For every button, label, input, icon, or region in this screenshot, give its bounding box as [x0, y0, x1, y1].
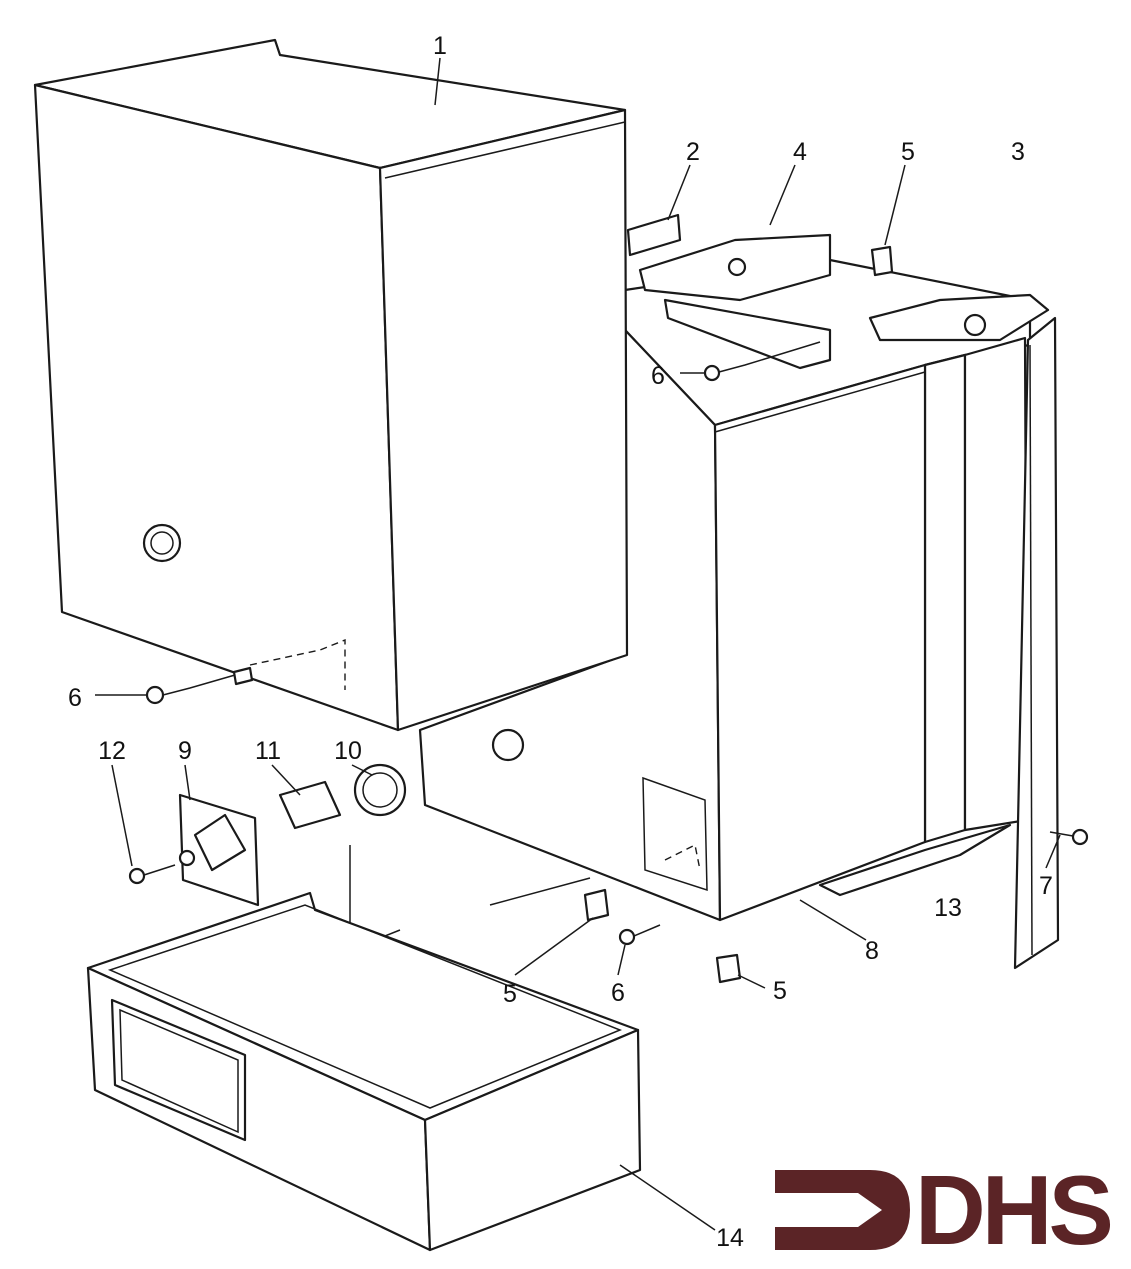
label-6: 6 [68, 684, 82, 712]
part-number-labels: 1 2 4 5 3 6 6 12 9 11 10 7 13 8 5 6 5 14 [68, 32, 1053, 1252]
outer-casing-part-1 [33, 38, 629, 732]
label-14: 14 [716, 1224, 744, 1252]
label-2: 2 [686, 138, 700, 166]
label-1: 1 [433, 32, 447, 60]
label-5: 5 [901, 138, 915, 166]
label-3: 3 [1011, 138, 1025, 166]
small-parts-9-10-11 [178, 763, 407, 952]
label-11: 11 [255, 737, 281, 765]
label-6: 6 [651, 362, 665, 390]
label-6: 6 [611, 979, 625, 1007]
side-panel-part-7 [1013, 316, 1060, 970]
screws [128, 341, 1089, 984]
leader-lines [95, 57, 1061, 1231]
label-13: 13 [934, 894, 962, 922]
label-8: 8 [865, 937, 879, 965]
label-5: 5 [503, 980, 517, 1008]
label-7: 7 [1039, 872, 1053, 900]
label-4: 4 [793, 138, 807, 166]
label-5: 5 [773, 977, 787, 1005]
label-10: 10 [334, 737, 362, 765]
boiler-body-part-3 [418, 213, 1050, 922]
dhs-logo-arrow-icon [775, 1170, 910, 1250]
dhs-logo: DHS [915, 1155, 1114, 1265]
bottom-tray-part-14 [86, 877, 642, 1252]
label-12: 12 [98, 737, 126, 765]
label-9: 9 [178, 737, 192, 765]
